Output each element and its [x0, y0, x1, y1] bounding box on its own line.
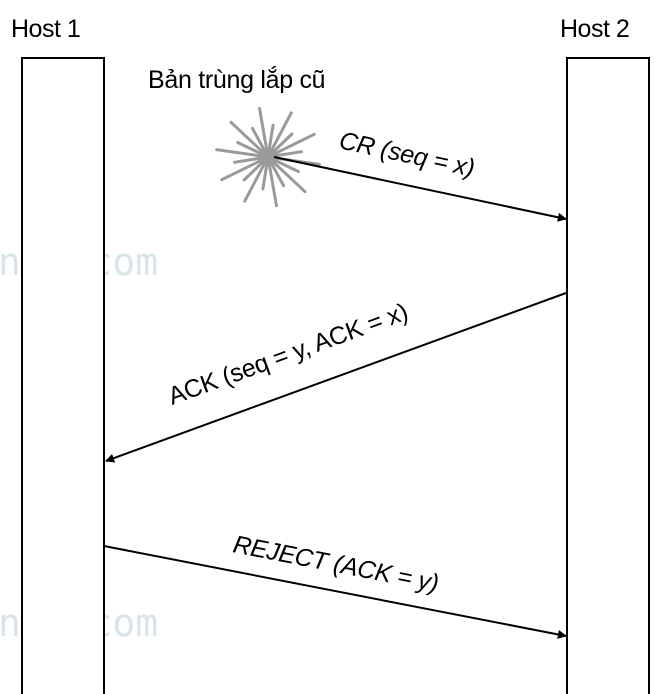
starburst-ray	[258, 106, 270, 159]
starburst-ray	[266, 111, 293, 159]
starburst-ray	[229, 120, 270, 159]
starburst-ray	[243, 155, 270, 203]
ack-arrow	[105, 292, 567, 463]
starburst-ray	[266, 155, 307, 194]
starburst-ray	[266, 132, 316, 159]
starburst-ray	[266, 155, 278, 208]
starburst-ray	[220, 155, 270, 182]
reject-label: REJECT (ACK = y)	[231, 530, 441, 597]
starburst-ray	[215, 148, 270, 159]
cr-arrow	[273, 156, 567, 222]
host-1-timeline	[21, 57, 105, 694]
old-duplicate-label: Bản trùng lắp cũ	[148, 65, 325, 94]
starburst-icon	[215, 106, 321, 208]
starburst-core	[262, 151, 274, 163]
host-2-label: Host 2	[560, 15, 629, 43]
host-2-timeline	[566, 57, 650, 694]
reject-arrow	[103, 545, 567, 639]
host-1-label: Host 1	[11, 15, 80, 43]
